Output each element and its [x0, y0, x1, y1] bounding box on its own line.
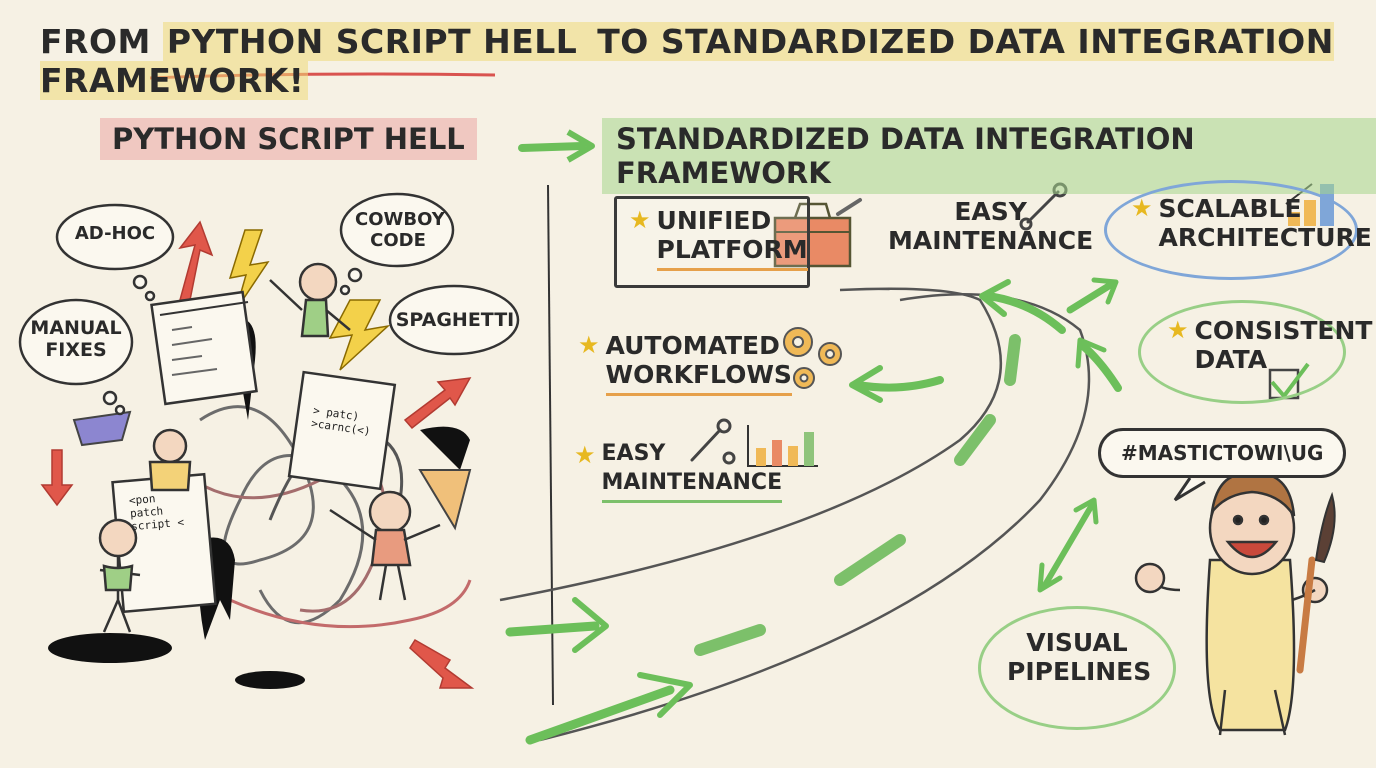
- peeking-developer: [148, 428, 192, 492]
- bubble-manual-fixes: MANUAL FIXES: [30, 317, 122, 361]
- page-title: FROM PYTHON SCRIPT HELL TO STANDARDIZED …: [40, 22, 1376, 100]
- gears-icon: [783, 327, 842, 389]
- angry-developer: [269, 262, 351, 338]
- feature-unified-platform: UNIFIED PLATFORM: [656, 206, 808, 271]
- section-divider: [547, 184, 554, 706]
- bubble-cowboy-code: COWBOY CODE: [355, 209, 445, 251]
- chaos-arrows: [40, 220, 475, 689]
- star-icon: ★: [1167, 316, 1189, 344]
- speech-tail: [1173, 477, 1206, 502]
- bubble-adhoc: AD-HOC: [74, 223, 156, 244]
- feature-automated-workflows: AUTOMATED WORKFLOWS: [605, 331, 792, 396]
- automated-workflows-item: ★ AUTOMATED WORKFLOWS: [578, 331, 792, 396]
- lightning-bolts: [228, 229, 391, 371]
- speech-bubble: #MASTICTOWI\UG: [1098, 428, 1347, 478]
- title-highlight: PYTHON SCRIPT HELL: [162, 22, 582, 61]
- progress-arrows: [505, 277, 1122, 745]
- thought-bubbles: [18, 192, 520, 416]
- wrench-small-icon: [690, 418, 736, 465]
- feature-scalable-architecture: SCALABLE ARCHITECTURE: [1158, 194, 1372, 252]
- paintbrush-icon: [1296, 491, 1336, 674]
- panicking-developer: [329, 490, 441, 601]
- star-icon: ★: [574, 441, 596, 469]
- code-window: [150, 290, 397, 491]
- stressed-developer: [98, 518, 141, 633]
- star-icon: ★: [578, 331, 600, 359]
- feature-visual-pipelines: VISUAL PIPELINES: [1007, 628, 1152, 686]
- bubble-spaghetti: SPAGHETTI: [395, 309, 515, 331]
- star-icon: ★: [629, 206, 651, 234]
- visual-pipelines-oval: VISUAL PIPELINES: [978, 606, 1176, 730]
- feature-consistent-data: CONSISTENT DATA: [1194, 316, 1373, 374]
- feature-easy-maintenance-bottom: EASY MAINTENANCE: [601, 440, 783, 504]
- warning-flag: [418, 469, 472, 531]
- consistent-oval: ★ CONSISTENT DATA: [1138, 300, 1372, 404]
- unified-platform-card: ★ UNIFIED PLATFORM: [614, 196, 810, 288]
- header-arrow-icon: [518, 129, 595, 163]
- bar-chart-icon: [747, 425, 818, 467]
- feature-easy-maintenance-top: EASY MAINTENANCE: [888, 197, 1094, 255]
- road: [499, 287, 1091, 742]
- left-section-header: PYTHON SCRIPT HELL: [100, 118, 477, 160]
- easy-maintenance-item: ★ EASY MAINTENANCE: [574, 440, 783, 504]
- scalable-oval: ★ SCALABLE ARCHITECTURE: [1104, 180, 1372, 280]
- purple-tag: [72, 410, 132, 447]
- happy-developer: [1134, 472, 1329, 736]
- toolbox-icon: [773, 198, 862, 268]
- star-icon: ★: [1131, 194, 1153, 222]
- title-prefix: FROM: [40, 22, 163, 61]
- script-sheet-text: <pon patch script <: [128, 492, 185, 534]
